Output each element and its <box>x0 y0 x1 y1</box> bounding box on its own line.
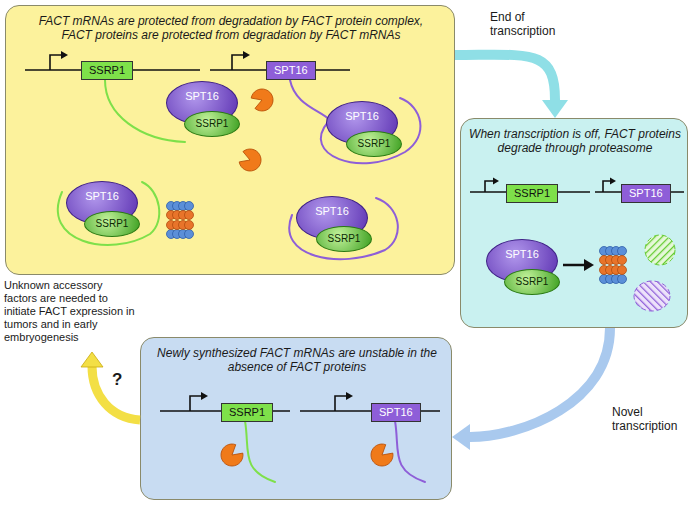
gene-box: SSRP1 <box>81 61 133 80</box>
protein-ellipse-small: SSRP1 <box>316 226 372 252</box>
stage-arrow <box>452 328 610 450</box>
arrow-label: Novel transcription <box>612 405 686 433</box>
gene-line <box>470 181 684 192</box>
mrna <box>58 80 421 259</box>
gene-name: SPT16 <box>629 187 663 199</box>
degraded-protein <box>634 235 675 311</box>
protein-name: SPT16 <box>315 205 349 218</box>
arrow-body <box>470 328 610 437</box>
proteasome <box>600 247 627 284</box>
protein-ellipse-small: SSRP1 <box>84 211 140 237</box>
protein-name: SPT16 <box>505 248 539 261</box>
protein-name: SSRP1 <box>196 118 229 130</box>
degradation-arrow <box>563 259 594 271</box>
unknown-factor-arrow <box>81 352 140 420</box>
proteasome <box>167 202 194 239</box>
protein-name: SPT16 <box>85 190 119 203</box>
promoter-arrowhead <box>61 51 250 59</box>
stage-panel: Newly synthesized FACT mRNAs are unstabl… <box>140 337 452 500</box>
gene-box: SPT16 <box>621 184 671 203</box>
note-text: Unknown accessory factors are needed to … <box>4 279 136 344</box>
protein-ellipse-small: SSRP1 <box>346 131 402 157</box>
protein-name: SPT16 <box>185 90 219 103</box>
question-mark: ? <box>112 370 132 390</box>
arrow-body <box>455 55 555 100</box>
arrow-label: End of transcription <box>490 10 578 38</box>
gene-box: SPT16 <box>371 403 421 422</box>
protein-ellipse-small: SSRP1 <box>184 111 240 137</box>
arrow-head <box>452 424 470 450</box>
stage-arrow <box>455 55 568 118</box>
gene-box: SSRP1 <box>506 184 558 203</box>
gene-box: SPT16 <box>266 61 316 80</box>
protein-name: SPT16 <box>345 110 379 123</box>
nuclease <box>216 440 396 470</box>
protein-name: SSRP1 <box>516 276 549 288</box>
gene-name: SPT16 <box>379 406 413 418</box>
promoter-arrowhead <box>201 392 353 400</box>
protein-name: SSRP1 <box>96 218 129 230</box>
gene-name: SSRP1 <box>514 187 550 199</box>
gene-line <box>25 55 350 70</box>
protein-name: SSRP1 <box>358 138 391 150</box>
arrow-head <box>542 100 568 118</box>
stage-panel: FACT mRNAs are protected from degradatio… <box>5 5 455 275</box>
gene-name: SSRP1 <box>229 406 265 418</box>
gene-name: SSRP1 <box>89 64 125 76</box>
panel-heading: FACT mRNAs are protected from degradatio… <box>26 14 436 43</box>
panel-heading: Newly synthesized FACT mRNAs are unstabl… <box>156 346 438 375</box>
panel-heading: When transcription is off, FACT proteins… <box>469 127 681 156</box>
protein-name: SSRP1 <box>328 233 361 245</box>
protein-ellipse-small: SSRP1 <box>504 269 560 295</box>
mrna <box>245 421 425 482</box>
nuclease <box>237 86 276 174</box>
gene-box: SSRP1 <box>221 403 273 422</box>
gene-name: SPT16 <box>274 64 308 76</box>
promoter-arrowhead <box>493 178 616 185</box>
